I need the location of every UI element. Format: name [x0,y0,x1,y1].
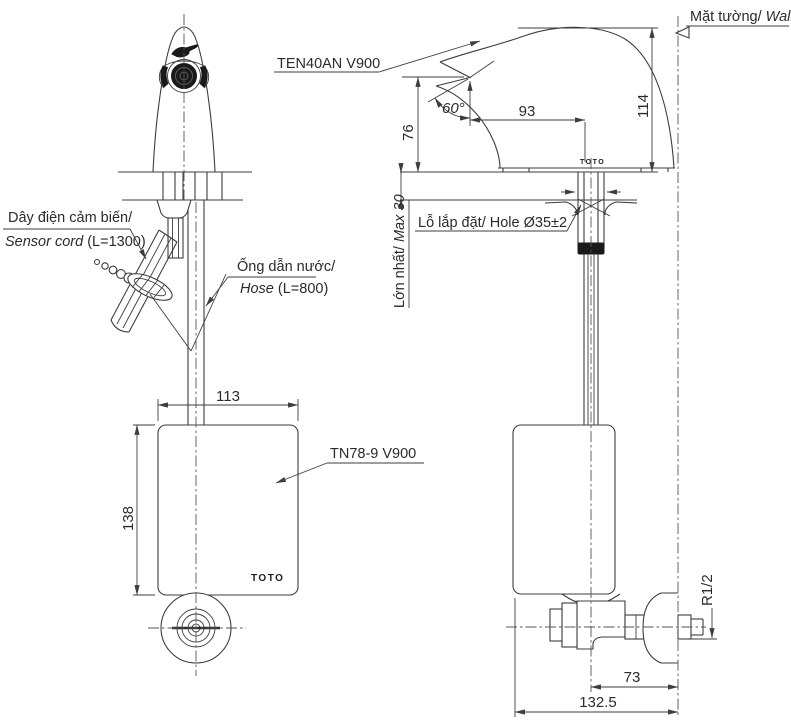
leader-line [205,276,229,307]
hatch-line [577,198,611,217]
side-view: TOTO [274,9,791,718]
cord-tube [167,217,184,259]
spout-tip-face [435,61,472,87]
faucet-model-label: TEN40AN V900 [274,40,481,73]
dim-total-height: 114 [518,27,658,173]
controller-box-outline [157,424,299,596]
sensor-cord-label-vi: Dây điện cảm biến/ [8,210,133,226]
dim-text-box-to-wall: 132.5 [579,694,617,711]
hatch-line [138,276,151,293]
leader-line [129,228,147,260]
front-faucet-head [152,14,216,200]
side-valve [506,592,706,664]
dim-box-height: 138 [120,424,155,596]
front-view: TOTO 113 138 [3,14,424,676]
max-deck-text: Lớn nhất/ Max 30 [392,194,408,308]
dim-box-to-wall: 132.5 [514,598,679,717]
controller-model-text: TN78-9 V900 [330,446,416,462]
front-valve-fitting [148,592,246,664]
dim-text-spout-reach: 93 [519,103,536,120]
sensor-cord-label-en: Sensor cord (L=1300) [5,234,146,250]
wall-label: Mặt tường/ Wall [674,9,791,39]
sensor-wing-right [199,65,208,88]
dim-text-valve-to-wall: 73 [624,669,641,686]
chain-bead [101,262,109,270]
angle-arc [434,97,471,121]
dim-text-box-width: 113 [216,388,240,405]
chain-bead [108,265,118,275]
hose-label-en: Hose (L=800) [240,281,328,297]
inner-curve [435,85,501,169]
wall-flange-dome [642,592,678,664]
cord-ribbon-top [158,229,178,243]
dim-text-total-height: 114 [635,94,652,118]
leader-line [378,40,481,73]
dim-text-box-height: 138 [120,506,137,531]
outline [152,26,216,173]
sensor-wing-left [160,65,169,88]
dim-max-deck: Lớn nhất/ Max 30 [392,163,410,308]
hole-label-text: Lỗ lắp đặt/ Hole Ø35±2 [418,214,567,231]
front-controller-box: TOTO [157,424,299,596]
connector-inner [133,277,167,297]
leader-line [275,462,328,484]
side-deck [400,171,658,201]
spout-tip-detail [469,60,495,78]
hatch-line [145,280,158,296]
sensor-cord-label: Dây điện cảm biến/ Sensor cord (L=1300) [3,210,147,260]
valve-flange [561,602,578,648]
leader-line [566,204,582,232]
faucet-model-text: TEN40AN V900 [277,56,380,72]
dim-text-outlet-angle: 60° [442,100,465,117]
side-controller-box [512,424,616,595]
dim-box-width: 113 [157,388,299,421]
valve-cap [549,608,563,642]
thread-text: R1/2 [699,574,716,606]
dim-outlet-angle: 60° [427,78,473,126]
dim-valve-to-wall: 73 [590,669,679,690]
dim-spout-reach: 93 [469,103,586,162]
connector-body [127,273,173,301]
chain-bead [93,258,101,266]
hand-sensor-icon [171,44,198,58]
cord-ribbon-end [110,319,130,333]
wall-label-text: Mặt tường/ Wall [690,9,791,25]
cord-connector [127,273,173,301]
mounting-nut [156,199,192,219]
valve-body [576,600,626,650]
wall-datum-arrow [674,26,690,39]
hose-label: Ống dẫn nước/ Hose (L=800) [205,257,336,307]
front-deck [118,171,252,201]
cord-wire [149,293,192,352]
hatch-line [153,284,165,298]
front-shank [156,172,223,425]
brand-logo-front: TOTO [251,573,284,584]
hose-label-vi: Ống dẫn nước/ [237,257,336,275]
angle-ray [427,78,469,103]
front-sensor-cord [93,229,227,352]
dim-text-outlet-height: 76 [400,124,417,141]
dim-thread: R1/2 [684,574,717,640]
hatch-line [131,274,143,288]
dim-hole: Lỗ lắp đặt/ Hole Ø35±2 [415,189,621,232]
brand-logo-side: TOTO [580,159,605,166]
controller-model-label: TN78-9 V900 [275,446,424,484]
dim-outlet-height: 76 [400,76,464,173]
side-shank [544,172,638,425]
